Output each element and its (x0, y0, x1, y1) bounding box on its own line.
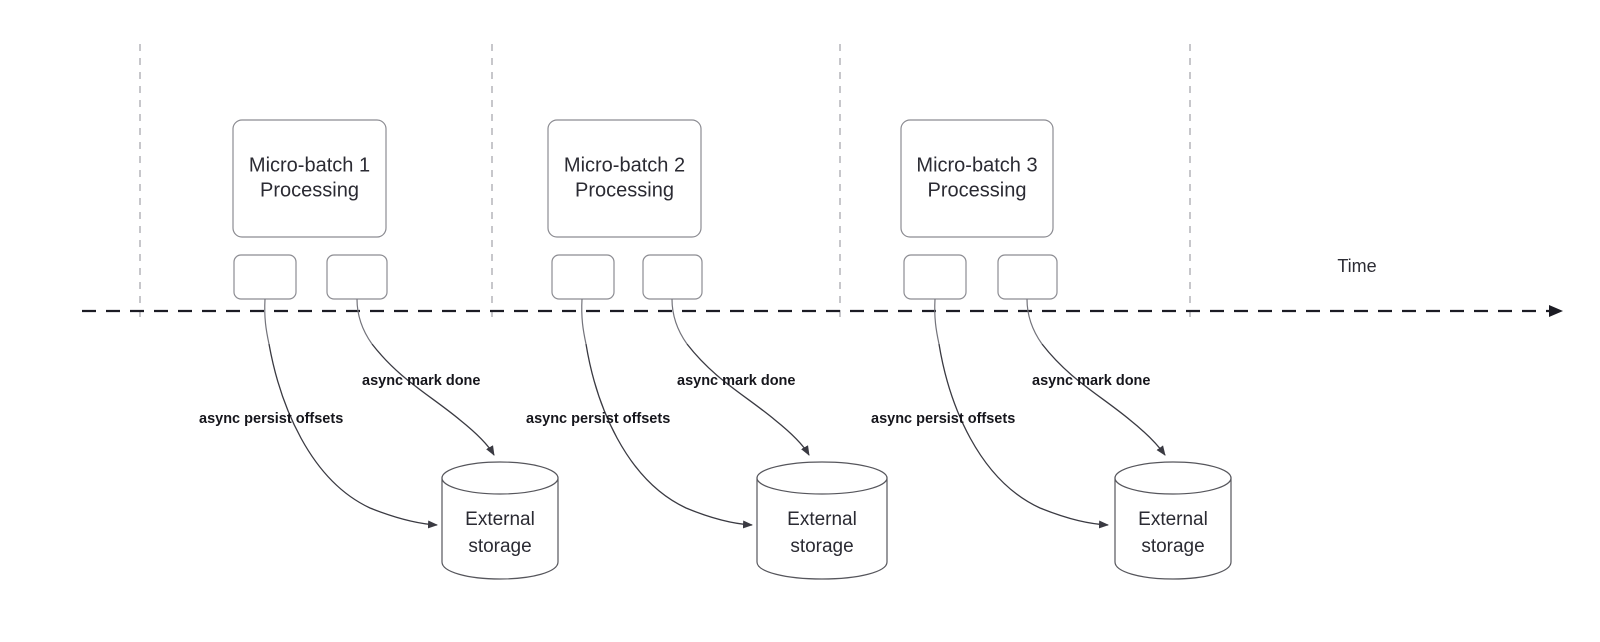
batch-1-storage-label-line1: External (465, 509, 535, 530)
batch-2-storage-label-line2: storage (790, 536, 853, 557)
batch-3-persist-offsets-arrow (938, 343, 1109, 529)
batch-2-storage-label-line1: External (787, 509, 857, 530)
batch-3-storage-label-line1: External (1138, 509, 1208, 530)
batch-1-mark-done-label: async mark done (362, 373, 480, 389)
micro-batch-1-slot-1-stem (264, 298, 270, 345)
batch-1-storage-label-line2: storage (468, 536, 531, 557)
micro-batch-3-label-line1: Micro-batch 3 (916, 154, 1037, 176)
micro-batch-3-slot-1-stem (934, 298, 940, 345)
batch-group-1: Micro-batch 1 Processing async persist o… (199, 119, 559, 580)
batch-1-external-storage[interactable]: External storage (441, 461, 559, 580)
micro-batch-3-box[interactable] (900, 119, 1054, 238)
batch-2-persist-offsets-arrow (585, 343, 753, 529)
batch-3-mark-done-label: async mark done (1032, 373, 1150, 389)
micro-batch-2-slot-1-stem (581, 298, 587, 345)
micro-batch-1-label-line2: Processing (260, 179, 359, 201)
micro-batch-2-task-slot-1[interactable] (551, 254, 615, 300)
micro-batch-3-task-slot-2[interactable] (997, 254, 1058, 300)
time-axis-label: Time (1337, 256, 1376, 276)
micro-batch-3-label-line2: Processing (928, 179, 1027, 201)
batch-2-persist-offsets-label: async persist offsets (526, 411, 670, 427)
batch-group-3: Micro-batch 3 Processing async persist o… (871, 119, 1232, 580)
batch-group-2: Micro-batch 2 Processing async persist o… (526, 119, 888, 580)
batch-1-persist-offsets-label: async persist offsets (199, 411, 343, 427)
micro-batch-1-box[interactable] (232, 119, 387, 238)
micro-batch-1-task-slot-2[interactable] (326, 254, 388, 300)
micro-batch-3-slot-2-stem (1026, 298, 1043, 345)
batch-3-mark-done-arrow (1041, 343, 1166, 456)
batch-2-mark-done-label: async mark done (677, 373, 795, 389)
micro-batch-1-slot-2-stem (356, 298, 373, 345)
micro-batch-1-task-slot-1[interactable] (233, 254, 297, 300)
micro-batch-2-label-line1: Micro-batch 2 (564, 154, 685, 176)
micro-batch-2-label-line2: Processing (575, 179, 674, 201)
micro-batch-2-slot-2-stem (671, 298, 688, 345)
batch-1-persist-offsets-arrow (268, 343, 438, 529)
batch-3-external-storage[interactable]: External storage (1114, 461, 1232, 580)
micro-batch-2-task-slot-2[interactable] (642, 254, 703, 300)
micro-batch-1-label-line1: Micro-batch 1 (249, 154, 370, 176)
batch-2-external-storage[interactable]: External storage (756, 461, 888, 580)
batch-3-storage-label-line2: storage (1141, 536, 1204, 557)
batch-2-mark-done-arrow (686, 343, 810, 456)
micro-batch-2-box[interactable] (547, 119, 702, 238)
batch-1-mark-done-arrow (371, 343, 495, 456)
timeline-boundaries (139, 44, 1191, 322)
batch-3-persist-offsets-label: async persist offsets (871, 411, 1015, 427)
micro-batch-3-task-slot-1[interactable] (903, 254, 967, 300)
